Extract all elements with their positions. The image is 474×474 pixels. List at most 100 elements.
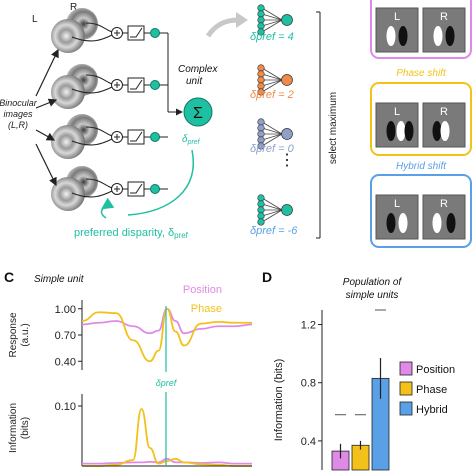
gabor-pair-4 — [51, 166, 98, 211]
gabor-left-image — [51, 19, 85, 53]
population-link — [261, 79, 283, 93]
response-plot: 1.000.700.40 — [55, 300, 253, 372]
right-eye-patch — [422, 7, 466, 53]
arrow-to-pair-4 — [35, 143, 57, 187]
bar-stimulus — [446, 213, 456, 233]
population-link — [261, 133, 283, 147]
gabor-pair-1 — [51, 8, 98, 53]
population-neuron — [257, 88, 265, 96]
sigma-symbol: Σ — [193, 105, 203, 122]
bar-stimulus — [445, 26, 455, 46]
panel-d-title-line2: simple units — [346, 290, 399, 301]
ylabel-response: Response — [8, 312, 19, 357]
bar-chart: 1.2 0.8 0.4 — [301, 309, 390, 471]
population-link — [261, 209, 283, 223]
simple-unit-node — [150, 28, 160, 38]
simple-units — [71, 22, 168, 198]
series-line-phase — [82, 408, 252, 467]
panel-d-letter: D — [262, 269, 272, 285]
population-complex-node — [281, 74, 293, 86]
legend-swatch-position — [399, 361, 413, 376]
arrow-to-pair-3 — [35, 129, 56, 141]
left-eye-patch — [375, 7, 419, 53]
gabor-left-image — [51, 75, 85, 109]
population-complex-node — [281, 14, 293, 26]
connector-left — [71, 34, 113, 42]
bar-stimulus — [432, 213, 442, 233]
bar-stimulus — [404, 121, 414, 141]
population-link — [261, 79, 283, 87]
legend-label-hybrid: Hybrid — [416, 404, 448, 416]
legend-swatch-hybrid — [399, 401, 413, 416]
y-tick-label: 0.8 — [301, 378, 316, 390]
select-maximum-label: select maximum — [328, 92, 339, 164]
activation-curve — [130, 131, 143, 142]
bar-stimulus — [386, 26, 396, 46]
population-neuron — [257, 130, 265, 138]
ylabel-information-units: (bits) — [20, 417, 31, 439]
connector-left — [71, 86, 113, 94]
label-R: R — [440, 106, 448, 118]
binocular-line2: images — [3, 109, 33, 119]
series-line-phase — [81, 307, 252, 363]
bar-stimulus — [440, 121, 450, 141]
simple-unit-node — [150, 184, 160, 194]
population-complex-node — [281, 128, 293, 140]
y-tick-label: 0.10 — [55, 401, 76, 413]
pref-disparity-arrowhead — [100, 197, 115, 219]
arrow-to-pair-2 — [35, 98, 58, 109]
pref-disparity-arrow — [127, 149, 195, 216]
binocular-line3: (L,R) — [8, 120, 28, 130]
population-neuron — [257, 212, 265, 220]
bar-stimulus — [398, 213, 408, 233]
bar-stimulus — [432, 121, 442, 141]
label-L: L — [394, 106, 400, 118]
ellipsis: ⋮ — [279, 152, 295, 169]
label-L: L — [394, 11, 400, 23]
population-neuron — [257, 118, 265, 126]
population-neuron — [257, 206, 265, 214]
preferred-disparity-label: preferred disparity, δpref — [74, 227, 189, 240]
y-tick-label: 0.4 — [301, 436, 316, 448]
gabor-left-image — [51, 177, 85, 211]
phase-shift-title: Phase shift — [396, 68, 447, 79]
right-eye-patch — [422, 194, 466, 240]
y-tick-label: 1.00 — [55, 304, 76, 316]
gray-arrowhead — [236, 12, 248, 28]
legend-swatch-phase — [399, 381, 413, 396]
connector-left — [71, 138, 113, 146]
population-link — [261, 19, 283, 33]
panel-d-title-line1: Population of — [343, 277, 403, 288]
population-link — [261, 203, 283, 211]
gabor-pair-3 — [51, 114, 98, 159]
activation-curve — [130, 79, 143, 90]
gabor-left-image — [51, 125, 85, 159]
population-complex-node — [281, 204, 293, 216]
population-neuron — [257, 76, 265, 84]
bar-stimulus — [386, 213, 396, 233]
population-link — [261, 13, 283, 21]
y-tick-label: 1.2 — [301, 320, 316, 332]
delta-label: δpref = -6 — [250, 225, 298, 237]
delta-pref-mark: δpref — [156, 378, 178, 388]
population-neuron — [257, 142, 265, 150]
gray-transition-arrow — [205, 17, 239, 38]
gabor-pair-2 — [51, 64, 98, 109]
population-link — [261, 127, 283, 135]
simple-unit-node — [150, 132, 160, 142]
bar-stimulus — [386, 121, 396, 141]
y-tick-label: 0.70 — [55, 330, 76, 342]
population-neuron — [257, 218, 265, 226]
information-plot: 0.10 — [55, 392, 252, 467]
simple-unit-node — [150, 80, 160, 90]
connector-right — [85, 126, 113, 137]
delta-label: δpref = 2 — [250, 89, 294, 101]
